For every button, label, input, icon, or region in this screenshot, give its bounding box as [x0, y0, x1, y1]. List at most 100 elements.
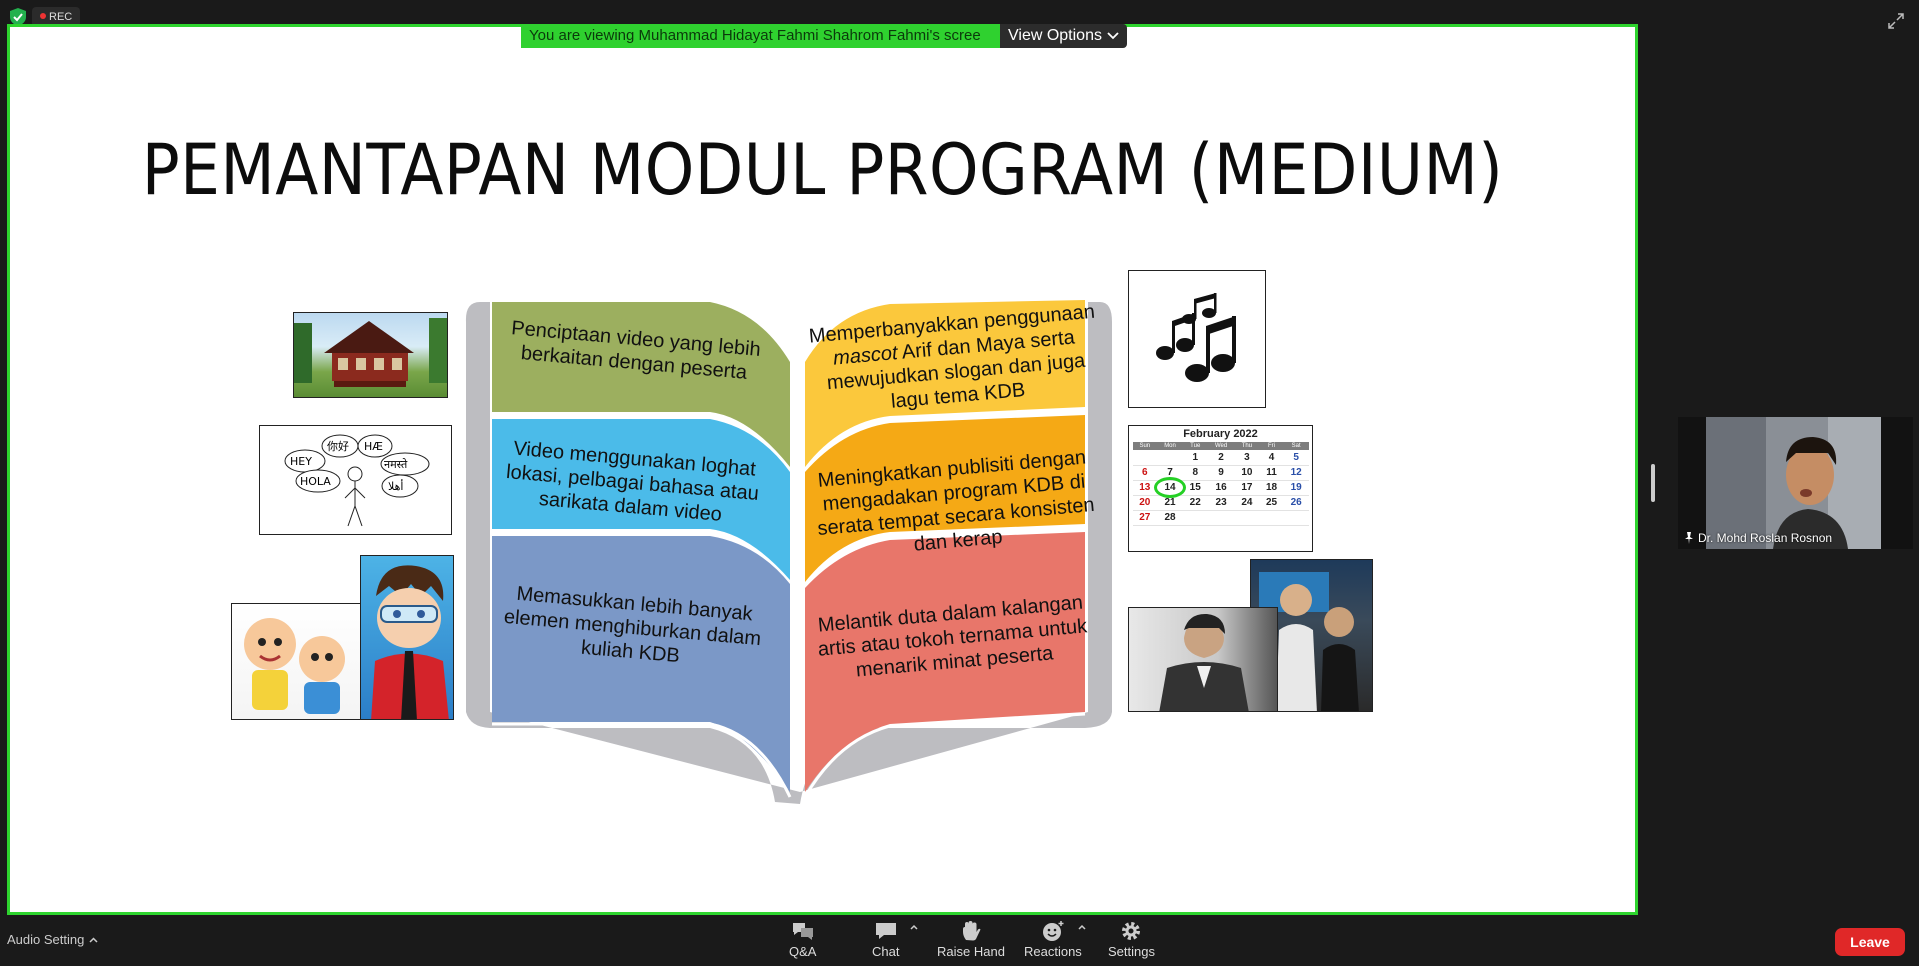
cal-cell: 11: [1259, 465, 1284, 481]
audio-setting-button[interactable]: Audio Setting: [7, 932, 98, 947]
calendar-title: February 2022: [1183, 428, 1258, 440]
cal-cell: 27: [1132, 510, 1158, 526]
cal-cell: 10: [1234, 465, 1260, 481]
qa-icon: [792, 923, 813, 940]
shared-screen: PEMANTAPAN MODUL PROGRAM (MEDIUM) Pencip…: [7, 24, 1638, 915]
encryption-shield-icon[interactable]: [10, 8, 26, 26]
cal-day-mon: Mon: [1157, 442, 1183, 450]
cal-cell: 7: [1157, 465, 1183, 481]
cal-cell: 28: [1157, 510, 1183, 526]
cal-cell: 2: [1207, 450, 1235, 466]
panel-resize-handle[interactable]: [1651, 464, 1655, 502]
cal-cell: 16: [1207, 480, 1235, 496]
cal-cell: 19: [1283, 480, 1309, 496]
gear-icon: [1122, 922, 1141, 940]
bubble-hey: HEY: [290, 455, 312, 468]
reactions-button[interactable]: Reactions: [1024, 920, 1082, 959]
bubble-namaste: नमस्ते: [384, 458, 408, 471]
participant-video: [1678, 417, 1913, 549]
viewing-notice-text: You are viewing Muhammad Hidayat Fahmi S…: [521, 24, 1000, 48]
chevron-down-icon: [1107, 32, 1119, 40]
languages-speech-image: HEY HOLA 你好 HÆ नमस्ते أهلا: [259, 425, 452, 535]
cal-cell: 9: [1207, 465, 1235, 481]
cal-day-wed: Wed: [1207, 442, 1235, 450]
raise-hand-label: Raise Hand: [937, 944, 1005, 959]
cal-cell: [1283, 510, 1309, 526]
traditional-house-image: [293, 312, 448, 398]
settings-button[interactable]: Settings: [1108, 920, 1155, 959]
chevron-up-icon: [89, 936, 98, 943]
cal-cell: 18: [1259, 480, 1284, 496]
participant-name: Dr. Mohd Roslan Rosnon: [1698, 531, 1833, 545]
view-options-button[interactable]: View Options: [1000, 24, 1127, 48]
recording-label: REC: [49, 11, 73, 23]
cal-cell: [1259, 510, 1284, 526]
screen-share-notice: You are viewing Muhammad Hidayat Fahmi S…: [521, 24, 1127, 48]
settings-label: Settings: [1108, 944, 1155, 959]
chat-label: Chat: [872, 944, 900, 959]
chat-icon: [875, 923, 896, 939]
cal-cell: [1234, 510, 1260, 526]
view-options-label: View Options: [1008, 27, 1102, 44]
cal-cell: 5: [1283, 450, 1309, 466]
calendar-image: February 2022 Sun Mon Tue Wed Thu Fri Sa…: [1128, 425, 1313, 552]
raise-hand-button[interactable]: Raise Hand: [937, 920, 1005, 959]
bubble-ahlan: أهلا: [388, 479, 403, 493]
participant-video-tile[interactable]: Dr. Mohd Roslan Rosnon: [1678, 417, 1913, 549]
cal-cell: 8: [1182, 465, 1208, 481]
cal-cell: 15: [1182, 480, 1208, 496]
mascot-word: mascot: [832, 342, 899, 370]
open-book-graphic: [465, 300, 1112, 804]
artist-portrait-photo: [1128, 607, 1278, 712]
cal-cell: 3: [1234, 450, 1260, 466]
cal-day-thu: Thu: [1234, 442, 1260, 450]
cal-day-fri: Fri: [1259, 442, 1284, 450]
recording-dot-icon: [40, 13, 46, 19]
participant-name-label: Dr. Mohd Roslan Rosnon: [1684, 531, 1832, 545]
cal-cell: [1157, 450, 1183, 466]
cal-cell: 24: [1234, 495, 1260, 511]
cal-cell: 6: [1132, 465, 1158, 481]
chat-options-chevron-icon[interactable]: [909, 922, 919, 932]
cal-cell: 25: [1259, 495, 1284, 511]
cal-cell-highlighted: 14: [1154, 477, 1186, 498]
fullscreen-icon[interactable]: [1887, 12, 1905, 30]
cal-day-sat: Sat: [1283, 442, 1309, 450]
cal-day-sun: Sun: [1132, 442, 1158, 450]
cal-day-tue: Tue: [1182, 442, 1208, 450]
cal-cell: 20: [1132, 495, 1158, 511]
music-notes-image: [1128, 270, 1266, 408]
cartoon-twins-image: [231, 603, 361, 720]
pin-icon: [1685, 532, 1693, 544]
recording-badge[interactable]: REC: [32, 7, 81, 27]
qa-button[interactable]: Q&A: [789, 920, 816, 959]
qa-label: Q&A: [789, 944, 817, 959]
cal-cell: 1: [1182, 450, 1208, 466]
cal-cell: [1207, 510, 1235, 526]
cal-cell: 26: [1283, 495, 1309, 511]
reactions-icon: [1042, 921, 1064, 941]
leave-button[interactable]: Leave: [1835, 928, 1905, 956]
bubble-nihao: 你好: [327, 439, 349, 453]
raise-hand-icon: [962, 921, 981, 941]
cartoon-boy-image: [360, 555, 454, 720]
cal-cell: 4: [1259, 450, 1284, 466]
cal-cell: 21: [1157, 495, 1183, 511]
cal-cell: 22: [1182, 495, 1208, 511]
cal-cell: 13: [1132, 480, 1158, 496]
cal-cell: 17: [1234, 480, 1260, 496]
chat-button[interactable]: Chat: [872, 920, 899, 959]
cal-cell: [1182, 510, 1208, 526]
bubble-hae: HÆ: [364, 440, 383, 453]
reactions-label: Reactions: [1024, 944, 1082, 959]
cal-cell: 23: [1207, 495, 1235, 511]
bubble-hola: HOLA: [300, 475, 331, 488]
audio-setting-label: Audio Setting: [7, 932, 85, 947]
meeting-toolbar: Audio Setting Q&A Chat Raise Hand Reacti…: [0, 918, 1919, 966]
slide-title: PEMANTAPAN MODUL PROGRAM (MEDIUM): [141, 129, 1504, 211]
cal-cell: 12: [1283, 465, 1309, 481]
cal-cell: [1132, 450, 1158, 466]
reactions-options-chevron-icon[interactable]: [1077, 922, 1087, 932]
